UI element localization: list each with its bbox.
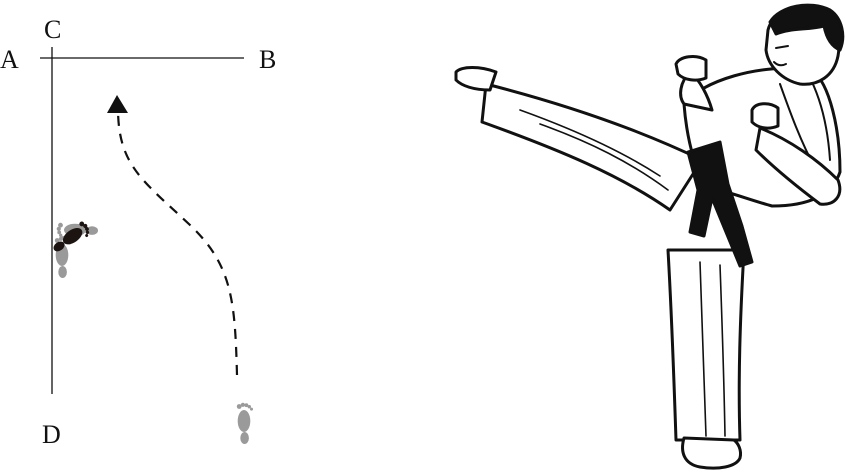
arrowhead-icon bbox=[107, 95, 128, 113]
label-a: A bbox=[0, 45, 19, 74]
front-fist bbox=[674, 55, 708, 82]
karate-figure-icon bbox=[454, 3, 845, 470]
dashed-path bbox=[116, 107, 239, 376]
label-c: C bbox=[44, 15, 61, 44]
reference-lines bbox=[40, 47, 244, 394]
label-d: D bbox=[42, 420, 61, 449]
belt bbox=[686, 140, 754, 268]
footprints bbox=[49, 219, 253, 444]
movement-path bbox=[107, 95, 239, 376]
kicking-foot bbox=[454, 66, 498, 92]
standing-leg bbox=[666, 248, 746, 442]
rear-fist bbox=[750, 102, 780, 130]
standing-foot bbox=[681, 436, 742, 470]
footprint-icon bbox=[236, 402, 253, 444]
kicking-leg bbox=[480, 82, 704, 212]
rear-sleeve bbox=[754, 126, 842, 206]
hair bbox=[768, 3, 845, 52]
label-b: B bbox=[259, 45, 276, 74]
